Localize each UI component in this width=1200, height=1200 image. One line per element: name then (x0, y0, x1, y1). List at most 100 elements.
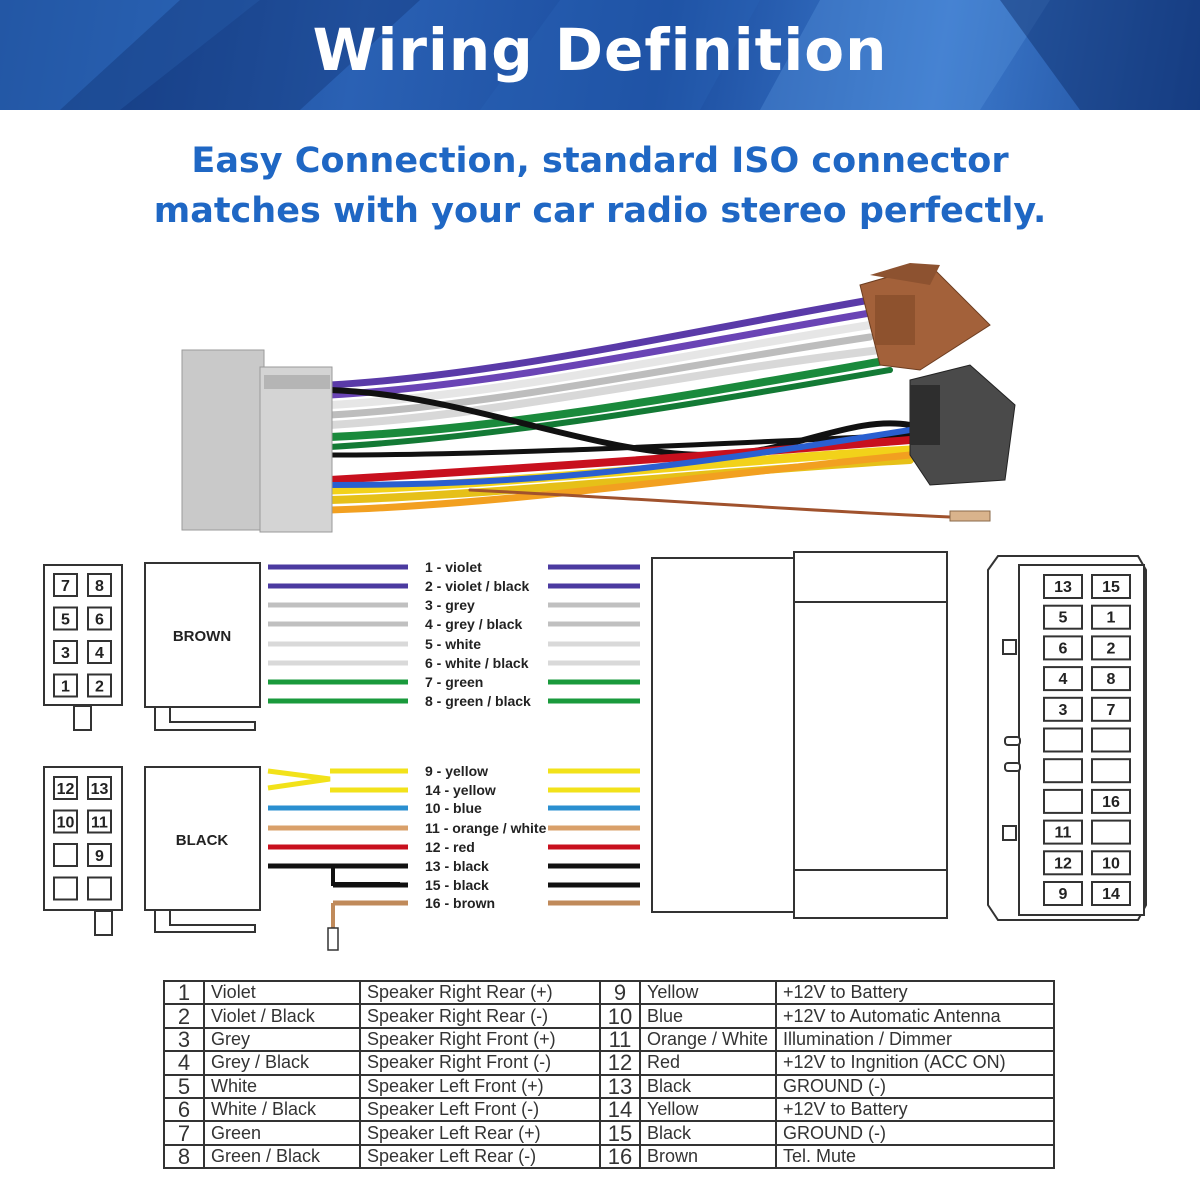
pin-number-cell: 15 (599, 1120, 641, 1146)
wire-label: 14 - yellow (425, 782, 496, 798)
socket-pin-cell: 10 (1091, 850, 1131, 876)
wire-color-cell: Violet / Black (203, 1003, 361, 1029)
function-cell: Speaker Left Front (+) (359, 1073, 601, 1099)
wire-label: 12 - red (425, 839, 475, 855)
pin-number-cell: 16 (599, 1143, 641, 1170)
socket-pin-cell: 8 (1091, 666, 1131, 692)
function-cell: Speaker Right Front (-) (359, 1050, 601, 1076)
pin-cell: 13 (87, 776, 112, 800)
socket-pin-cell: 12 (1043, 850, 1083, 876)
function-cell: +12V to Battery (775, 979, 1055, 1006)
wire-color-cell: Blue (639, 1003, 777, 1029)
pin-number-cell: 9 (599, 979, 641, 1006)
pin-number: 3 (61, 645, 70, 662)
pin-number-cell: 8 (163, 1143, 205, 1170)
subtitle-line-2: matches with your car radio stereo perfe… (153, 191, 1047, 231)
socket-pin-cell: 14 (1091, 881, 1131, 906)
function-cell: +12V to Battery (775, 1096, 1055, 1123)
wire-label: 6 - white / black (425, 655, 529, 671)
wire-label: 16 - brown (425, 895, 495, 911)
pin-cell: 3 (53, 640, 78, 664)
socket-pin-number: 1 (1107, 610, 1116, 627)
socket-pin-number: 10 (1102, 855, 1120, 872)
pin-number: 9 (95, 848, 104, 865)
pin-cell: 6 (87, 606, 112, 631)
socket-pin-number: 9 (1059, 886, 1068, 903)
pin-number-cell: 3 (163, 1026, 205, 1053)
brown-iso-connector (859, 263, 991, 371)
wire-label: 8 - green / black (425, 693, 531, 709)
wire-color-cell: Grey (203, 1026, 361, 1053)
pin-number-cell: 11 (599, 1026, 641, 1053)
harness-illustration (181, 263, 1016, 533)
function-cell: Speaker Left Rear (+) (359, 1120, 601, 1146)
pin-number: 5 (61, 611, 70, 628)
wire-color-cell: Red (639, 1050, 777, 1076)
pin-cell: 2 (87, 673, 112, 698)
socket-pin-number: 4 (1059, 671, 1068, 688)
socket-pin-cell (1043, 788, 1083, 814)
wire-color-cell: Orange / White (639, 1026, 777, 1053)
socket-pin-number: 11 (1055, 825, 1072, 842)
wire-color-cell: Black (639, 1073, 777, 1099)
socket-pin-number: 2 (1107, 640, 1116, 657)
pin-number: 2 (95, 678, 104, 695)
socket-pin-cell: 1 (1091, 604, 1131, 630)
black-connector-box: BLACK (144, 766, 261, 933)
wire-label: 5 - white (425, 636, 481, 652)
function-cell: Speaker Right Rear (-) (359, 1003, 601, 1029)
wire-color-cell: White (203, 1073, 361, 1099)
subtitle-line-1: Easy Connection, standard ISO connector (191, 141, 1009, 181)
brown-wire-terminal (949, 510, 991, 522)
pin-cell: 8 (87, 573, 112, 597)
grey-connector (181, 349, 333, 533)
pin-cell: 10 (53, 809, 78, 834)
wire-label: 15 - black (425, 877, 489, 893)
page-title: Wiring Definition (312, 16, 888, 84)
pin-number: 8 (95, 578, 104, 595)
pin-cell: 7 (53, 573, 78, 597)
function-cell: Illumination / Dimmer (775, 1026, 1055, 1053)
function-cell: Speaker Left Rear (-) (359, 1143, 601, 1170)
wire-label: 10 - blue (425, 800, 482, 816)
socket-pin-number: 13 (1054, 579, 1072, 596)
pin-number-cell: 13 (599, 1073, 641, 1099)
socket-pin-cell: 7 (1091, 696, 1131, 722)
socket-pin-cell: 16 (1091, 788, 1131, 814)
wire-color-cell: Grey / Black (203, 1050, 361, 1076)
function-cell: GROUND (-) (775, 1073, 1055, 1099)
brown-connector-box: BROWN (144, 562, 261, 731)
socket-pin-cell: 11 (1043, 819, 1083, 845)
banner-background (0, 0, 1200, 110)
socket-pin-number: 8 (1107, 671, 1116, 688)
socket-pin-cell: 13 (1043, 574, 1083, 599)
wire-color-cell: Green (203, 1120, 361, 1146)
socket-pin-number: 5 (1059, 610, 1068, 627)
function-cell: Speaker Right Rear (+) (359, 979, 601, 1006)
wire-color-cell: Black (639, 1120, 777, 1146)
socket-pin-number: 14 (1102, 886, 1120, 903)
wire-label: 11 - orange / white (425, 820, 547, 836)
pin-number-cell: 2 (163, 1003, 205, 1029)
function-cell: Tel. Mute (775, 1143, 1055, 1170)
wire-label: 9 - yellow (425, 763, 488, 779)
socket-pin-cell (1091, 727, 1131, 753)
pin-cell: 9 (87, 843, 112, 867)
socket-pin-cell: 4 (1043, 666, 1083, 692)
socket-pin-number: 15 (1102, 579, 1120, 596)
socket-pin-number: 7 (1107, 702, 1116, 719)
wire-label: 1 - violet (425, 559, 482, 575)
wire-lines (268, 564, 640, 906)
harness-wires (325, 296, 952, 519)
wire-label: 4 - grey / black (425, 616, 522, 632)
wire-color-cell: White / Black (203, 1096, 361, 1123)
pin-cell (53, 876, 78, 901)
socket-pin-number: 6 (1059, 640, 1068, 657)
